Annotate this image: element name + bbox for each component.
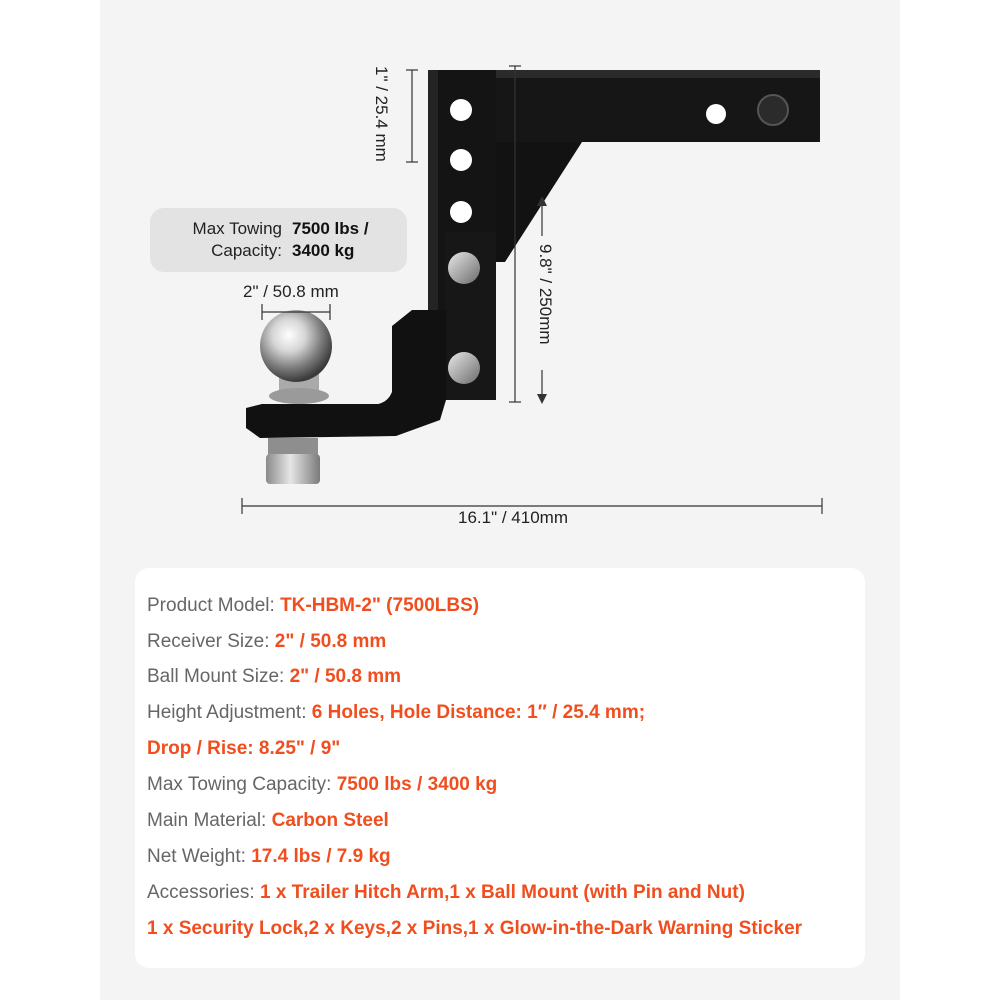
towing-value-line2: 3400 kg: [292, 241, 355, 260]
pin-head: [448, 252, 480, 284]
towing-capacity-label: Max Towing Capacity:: [172, 218, 282, 262]
hole-distance-label: 1" / 25.4 mm: [372, 66, 391, 162]
ball-size-label: 2" / 50.8 mm: [243, 282, 339, 301]
spec-row: Accessories: 1 x Trailer Hitch Arm,1 x B…: [147, 882, 745, 903]
gusset: [488, 142, 582, 262]
towing-capacity-value: 7500 lbs / 3400 kg: [292, 218, 369, 262]
towing-value-line1: 7500 lbs /: [292, 219, 369, 238]
arrow-up-icon: [537, 196, 547, 206]
hitch-nut: [266, 438, 320, 484]
total-length-label: 16.1" / 410mm: [458, 508, 568, 527]
spec-row: Ball Mount Size: 2" / 50.8 mm: [147, 666, 402, 687]
lock-pin: [757, 94, 789, 126]
shank-height-label: 9.8" / 250mm: [536, 244, 555, 345]
spec-row: Max Towing Capacity: 7500 lbs / 3400 kg: [147, 774, 498, 795]
towing-label-line2: Capacity:: [211, 241, 282, 260]
spec-row: Main Material: Carbon Steel: [147, 810, 389, 831]
hitch-illustration: [241, 65, 823, 514]
spec-row: Height Adjustment: 6 Holes, Hole Distanc…: [147, 702, 646, 723]
spec-row: Receiver Size: 2" / 50.8 mm: [147, 631, 387, 652]
ball-mount: [246, 310, 446, 438]
spec-row: 1 x Security Lock,2 x Keys,2 x Pins,1 x …: [147, 918, 803, 939]
shank-hole: [450, 201, 472, 223]
shank-hole: [450, 149, 472, 171]
dimension-lines: [241, 65, 823, 514]
shank-hole: [450, 99, 472, 121]
spec-row: Product Model: TK-HBM-2" (7500LBS): [147, 595, 480, 616]
towing-label-line1: Max Towing: [192, 219, 282, 238]
arrow-down-icon: [537, 394, 547, 404]
receiver-hole: [706, 104, 726, 124]
hitch-ball: [260, 310, 332, 404]
pin-head: [448, 352, 480, 384]
spec-row: Net Weight: 17.4 lbs / 7.9 kg: [147, 846, 391, 867]
spec-card: Product Model: TK-HBM-2" (7500LBS) Recei…: [135, 568, 865, 968]
spec-row: Drop / Rise: 8.25" / 9": [147, 738, 341, 759]
towing-capacity-box: Max Towing Capacity: 7500 lbs / 3400 kg: [150, 208, 407, 272]
